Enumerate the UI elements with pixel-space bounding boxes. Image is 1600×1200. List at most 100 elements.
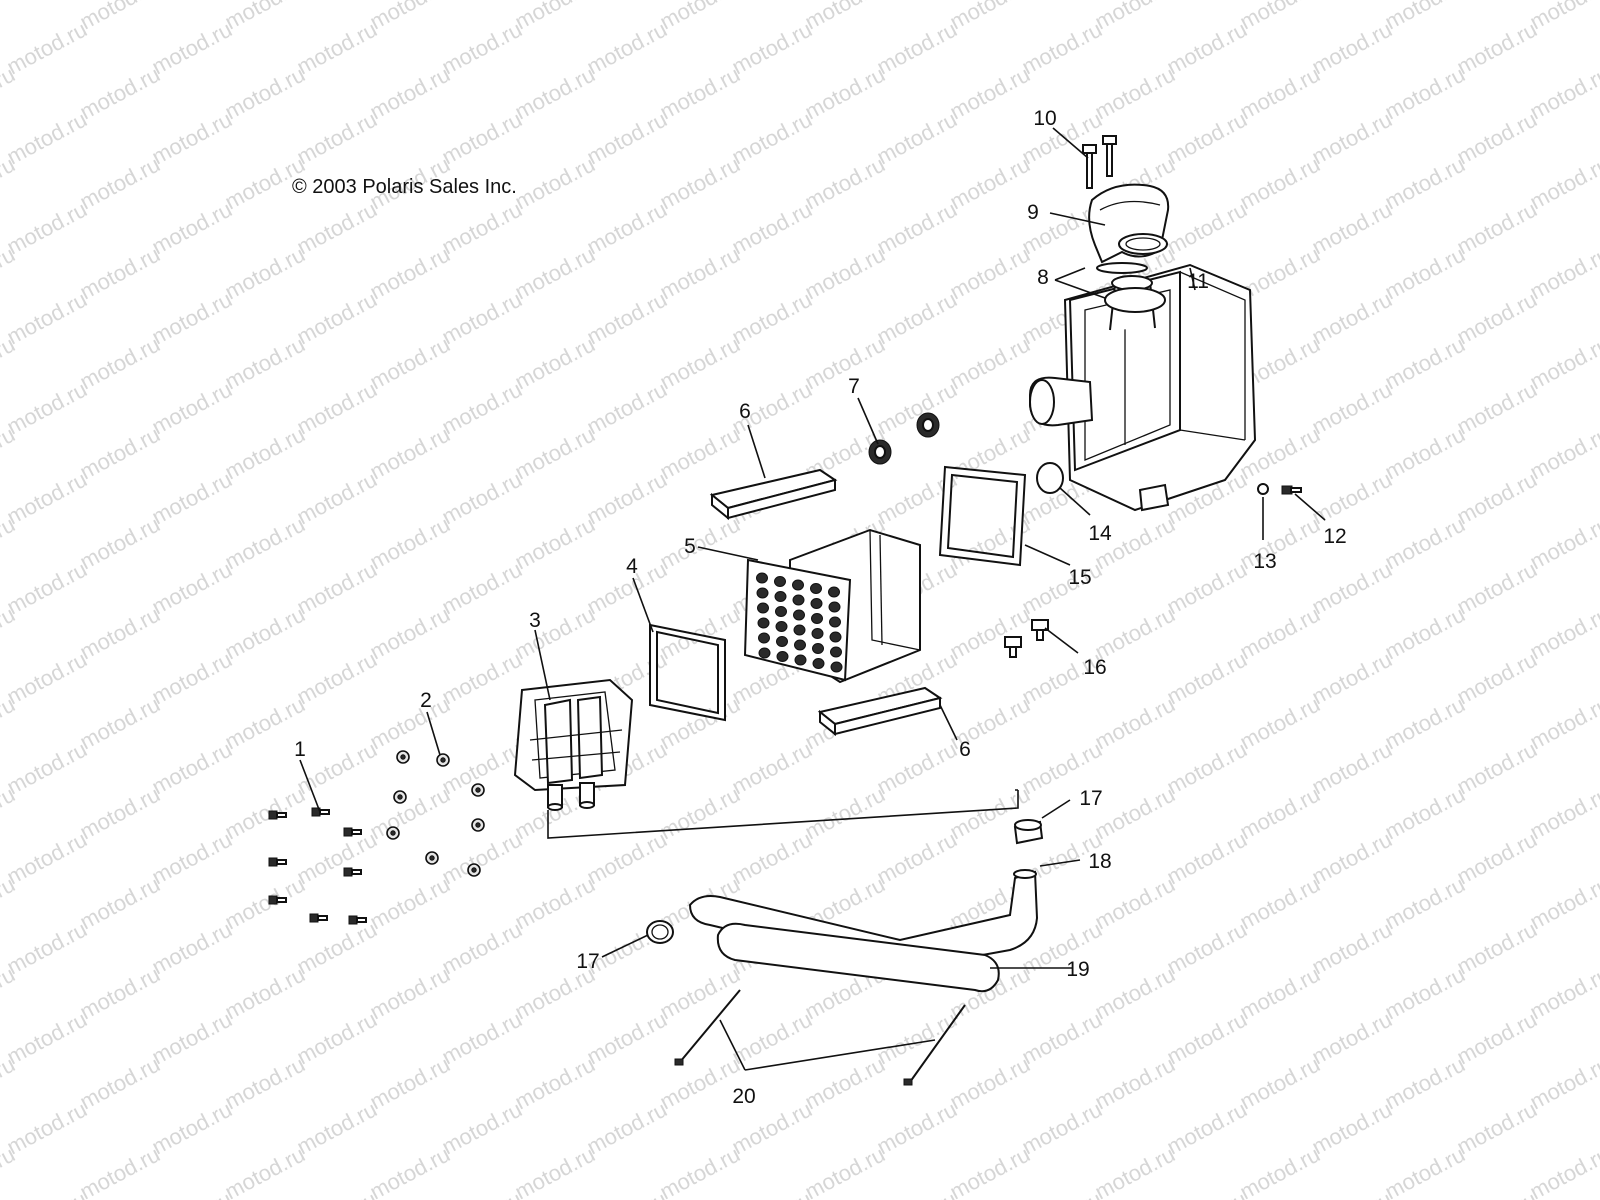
callout-19: 19 [1066,958,1089,981]
watermark-text: motod.ru [438,1187,526,1200]
watermark-text: motod.ru [1163,737,1251,800]
filter-holes [756,572,843,673]
watermark-text: motod.ru [438,647,526,710]
studs [1004,619,1049,658]
watermark-text: motod.ru [1526,62,1600,125]
watermark-text: motod.ru [873,1097,961,1160]
screw-head [343,867,353,877]
watermark-text: motod.ru [293,467,381,530]
watermark-text: motod.ru [1308,377,1396,440]
screw-head [309,913,319,923]
watermark-text: motod.ru [293,1187,381,1200]
watermark-text: motod.ru [946,0,1034,34]
filter-hole [793,609,805,621]
watermark-text: motod.ru [656,962,744,1025]
watermark-text: motod.ru [1526,1142,1600,1200]
watermark-text: motod.ru [1526,1052,1600,1115]
watermark-text: motod.ru [148,107,236,170]
airbox-gasket [938,465,1027,567]
watermark-text: motod.ru [1526,962,1600,1025]
watermark-text: motod.ru [366,692,454,755]
watermark-text: motod.ru [511,332,599,395]
watermark-text: motod.ru [366,512,454,575]
watermark-text: motod.ru [1018,557,1106,620]
watermark-text: motod.ru [293,1097,381,1160]
filter-element [743,528,921,684]
watermark-text: motod.ru [1381,962,1469,1025]
nut-hole [400,754,406,760]
screw-shank [351,829,362,835]
callout-6-lower: 6 [959,738,971,761]
watermark-text: motod.ru [1018,17,1106,80]
watermark-text: motod.ru [1091,62,1179,125]
watermark-text: motod.ru [1163,1097,1251,1160]
watermark-text: motod.ru [366,332,454,395]
watermark-text: motod.ru [1308,1187,1396,1200]
watermark-text: motod.ru [801,62,889,125]
filter-hole [758,647,771,659]
watermark-text: motod.ru [1308,917,1396,980]
watermark-text: motod.ru [946,332,1034,395]
watermark-text: motod.ru [1381,782,1469,845]
callout-14: 14 [1088,522,1112,545]
watermark-text: motod.ru [801,0,889,34]
watermark-text: motod.ru [1018,1007,1106,1070]
watermark-text: motod.ru [3,557,91,620]
watermark-text: motod.ru [3,1097,91,1160]
adapter-plate [513,678,634,811]
filter-hole [775,606,787,617]
watermark-text: motod.ru [293,737,381,800]
filter-hole [794,639,806,651]
watermark-text: motod.ru [221,782,309,845]
watermark-text: motod.ru [583,377,671,440]
hose-end [1013,869,1037,879]
watermark-text: motod.ru [1453,107,1541,170]
copyright-notice: © 2003 Polaris Sales Inc. [292,176,517,198]
screw-head [343,827,353,837]
filter-hole [775,621,788,632]
intake-hose [688,870,1039,972]
filter-hole [793,624,806,636]
filter-hole [756,572,768,584]
watermark-text: motod.ru [1236,1142,1324,1200]
watermark-text: motod.ru [366,602,454,665]
watermark-text: motod.ru [511,242,599,305]
watermark-text: motod.ru [148,647,236,710]
watermark-text: motod.ru [366,0,454,34]
watermark-text: motod.ru [148,1097,236,1160]
callout-8: 8 [1037,266,1049,289]
nut-hole [475,787,481,793]
nut-hole [440,757,446,763]
watermark-text: motod.ru [1163,647,1251,710]
watermark-text: motod.ru [1308,17,1396,80]
watermark-text: motod.ru [1308,107,1396,170]
watermark-text: motod.ru [76,512,164,575]
watermark-text: motod.ru [1163,917,1251,980]
washer [1257,483,1269,495]
watermark-text: motod.ru [148,1187,236,1200]
callout-9: 9 [1027,201,1039,224]
watermark-text: motod.ru [76,962,164,1025]
watermark-text: motod.ru [76,0,164,34]
watermark-text: motod.ru [1453,17,1541,80]
watermark-text: motod.ru [656,242,744,305]
watermark-text: motod.ru [946,242,1034,305]
watermark-text: motod.ru [1163,197,1251,260]
watermark-text: motod.ru [1091,602,1179,665]
screw-shank [276,897,287,903]
watermark-text: motod.ru [76,242,164,305]
leader-lines [299,127,1326,1071]
filter-hole [829,616,841,628]
watermark-text: motod.ru [656,422,744,485]
watermark-text: motod.ru [1381,242,1469,305]
watermark-text: motod.ru [583,287,671,350]
watermark-text: motod.ru [366,872,454,935]
watermark-text: motod.ru [1453,647,1541,710]
screw-shank [276,859,287,865]
filter-hole [776,636,788,647]
watermark-text: motod.ru [656,782,744,845]
hose-couplers [646,819,1044,944]
callout-18: 18 [1088,850,1111,873]
watermark-text: motod.ru [1381,0,1469,34]
